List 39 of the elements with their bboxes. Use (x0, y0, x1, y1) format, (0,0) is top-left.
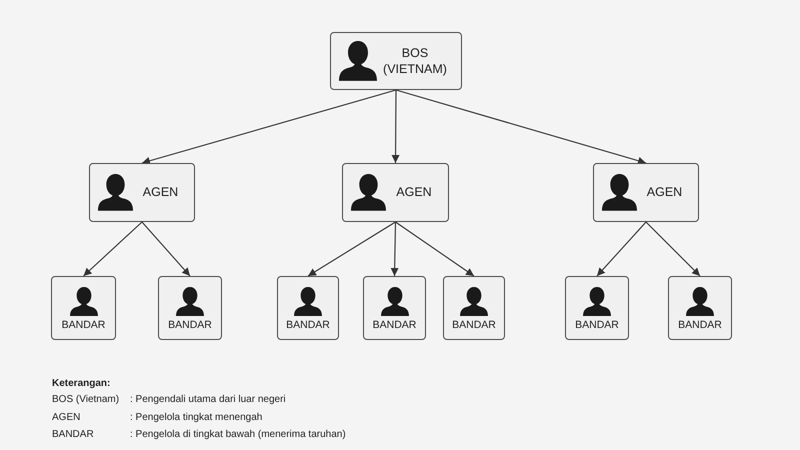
role-box (593, 163, 699, 222)
legend-term: AGEN (52, 412, 80, 422)
role-label: BANDAR (286, 319, 330, 334)
legend-heading: Keterangan: (52, 378, 110, 389)
role-label: AGEN (646, 184, 684, 201)
role-box (363, 276, 426, 340)
role-box (565, 276, 629, 340)
role-label: AGEN (142, 184, 180, 201)
role-box (89, 163, 195, 222)
role-label: BANDAR (452, 319, 496, 334)
arrow (308, 222, 396, 276)
role-label: BOS (VIETNAM) (382, 44, 448, 78)
arrow (142, 89, 396, 165)
role-box (330, 32, 462, 90)
role-box (51, 276, 116, 340)
role-label: BANDAR (678, 319, 722, 334)
arrow (395, 222, 474, 276)
role-box (668, 276, 732, 340)
arrow (596, 222, 646, 276)
role-label: BANDAR (372, 319, 416, 334)
legend-description: : Pengelola di tingkat bawah (menerima taruhan) (130, 429, 346, 440)
role-label: BANDAR (575, 319, 619, 334)
legend-description: : Pengendali utama dari luar negeri (130, 394, 286, 405)
arrow (396, 89, 646, 165)
arrow (392, 90, 400, 163)
role-label: BANDAR (62, 319, 106, 334)
role-label: BANDAR (168, 319, 212, 334)
role-box (158, 276, 222, 340)
arrow (83, 222, 142, 276)
arrow (142, 222, 190, 276)
legend-term: BANDAR (52, 429, 94, 440)
role-box (277, 276, 339, 340)
role-box (342, 163, 449, 222)
arrow (646, 222, 700, 276)
legend-description: : Pengelola tingkat menengah (130, 412, 262, 422)
legend-term: BOS (Vietnam) (52, 394, 120, 405)
role-label: AGEN (395, 184, 433, 201)
role-box (443, 276, 505, 340)
arrow (390, 222, 399, 276)
